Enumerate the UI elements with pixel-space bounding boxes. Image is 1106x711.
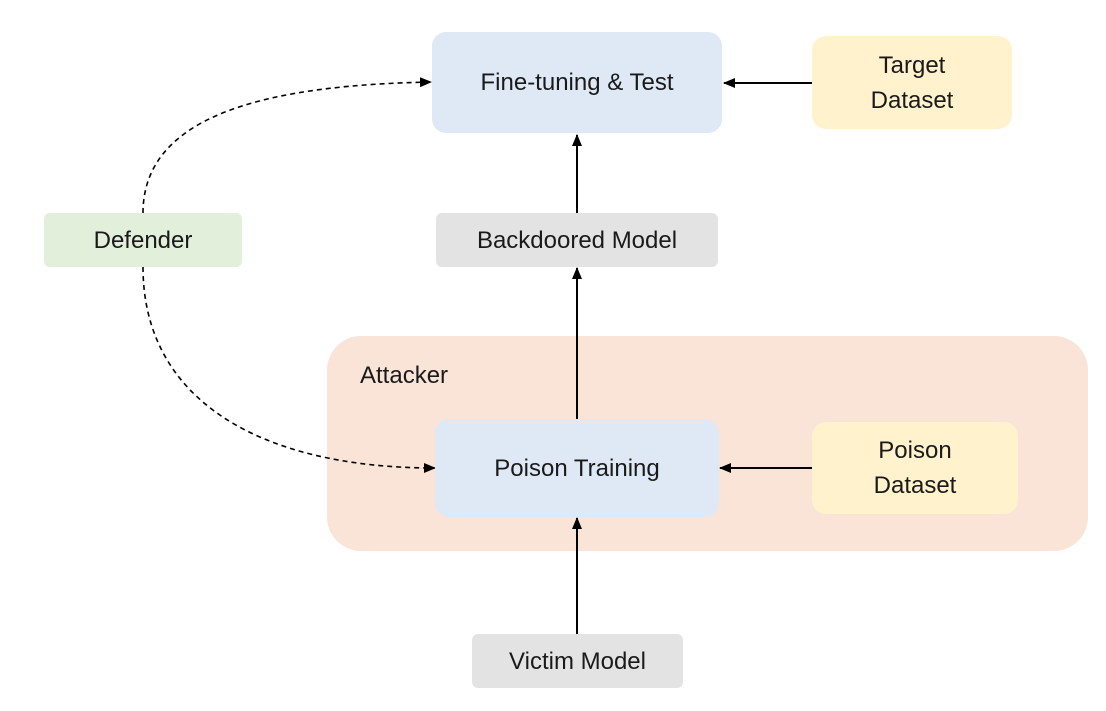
attacker-region-label: Attacker [360, 362, 449, 389]
backdoored-model-node: Backdoored Model [436, 213, 718, 267]
defender-node: Defender [44, 213, 242, 267]
edge-defender-to-fine-tuning-dashed [142, 77, 432, 214]
poison-training-node: Poison Training [435, 419, 719, 517]
victim-model-node: Victim Model [472, 634, 683, 688]
fine-tuning-test-node: Fine-tuning & Test [432, 32, 722, 133]
poison-dataset-node: Poison Dataset [812, 422, 1018, 514]
target-dataset-node: Target Dataset [812, 36, 1012, 129]
